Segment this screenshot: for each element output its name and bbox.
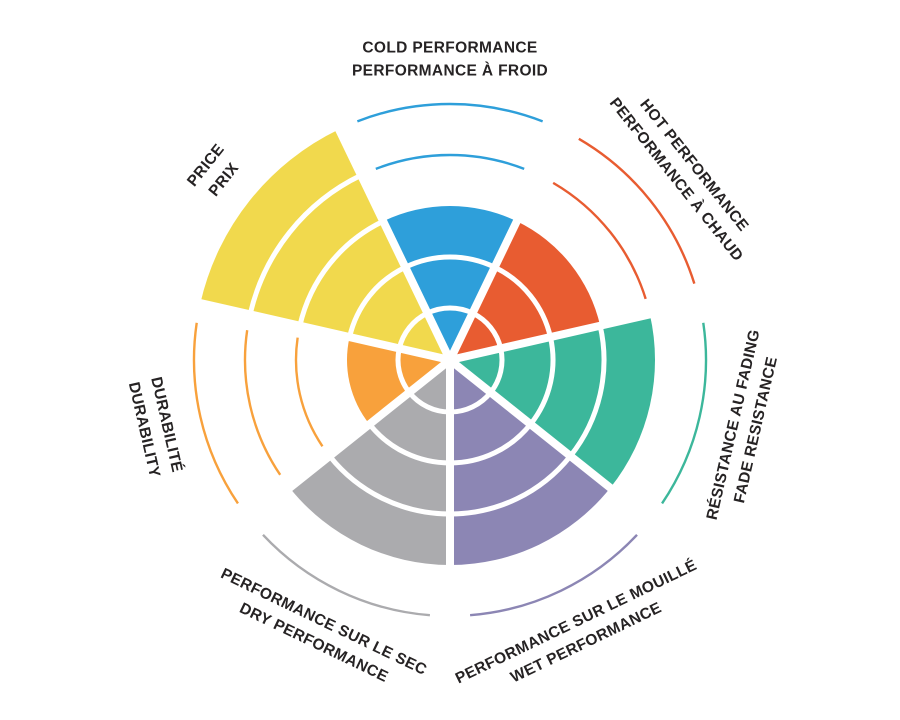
hot-performance-ring-separator — [493, 264, 553, 338]
hot-performance-level-arc — [578, 137, 696, 284]
sector-gap-line — [446, 121, 568, 362]
cold-performance-level-arc — [356, 102, 544, 123]
price-ring-separator — [347, 264, 407, 338]
dry-performance-ring-separator — [367, 422, 451, 466]
fade-resistance-level-arc — [661, 322, 708, 505]
dry-performance-ring-separator — [327, 454, 451, 517]
cold-performance-ring-separator — [404, 254, 496, 270]
wet-performance-ring-separator — [449, 422, 533, 466]
durability-level-arc — [294, 337, 324, 447]
sector-gap-line — [332, 121, 454, 362]
sector-gap-line — [241, 356, 453, 528]
wet-performance-label-fr: PERFORMANCE SUR LE MOUILLÉ — [453, 557, 700, 688]
cold-performance-label-en: COLD PERFORMANCE — [362, 39, 537, 56]
price-ring-separator — [297, 218, 385, 327]
wet-performance-ring-separator — [449, 454, 573, 517]
price-ring-separator — [247, 173, 363, 315]
durability-wedge — [346, 337, 450, 425]
cold-performance-label-fr: PERFORMANCE À FROID — [352, 62, 548, 79]
fade-resistance-ring-separator — [528, 336, 556, 426]
wet-performance-wedge — [450, 360, 611, 565]
fade-resistance-ring-separator — [568, 325, 607, 458]
price-wedge — [200, 129, 450, 360]
wet-performance-level-arc — [469, 534, 638, 617]
cold-performance-wedge — [383, 205, 517, 360]
dry-performance-wedge — [289, 360, 450, 565]
durability-level-arc — [243, 330, 282, 476]
sector-gap-line — [192, 297, 451, 364]
sector-gap-line — [447, 356, 659, 528]
hot-performance-level-arc — [552, 181, 647, 300]
sector-gap-line — [449, 297, 708, 364]
cold-performance-level-arc — [375, 153, 525, 171]
dry-performance-level-arc — [262, 534, 431, 617]
durability-level-arc — [192, 322, 239, 505]
